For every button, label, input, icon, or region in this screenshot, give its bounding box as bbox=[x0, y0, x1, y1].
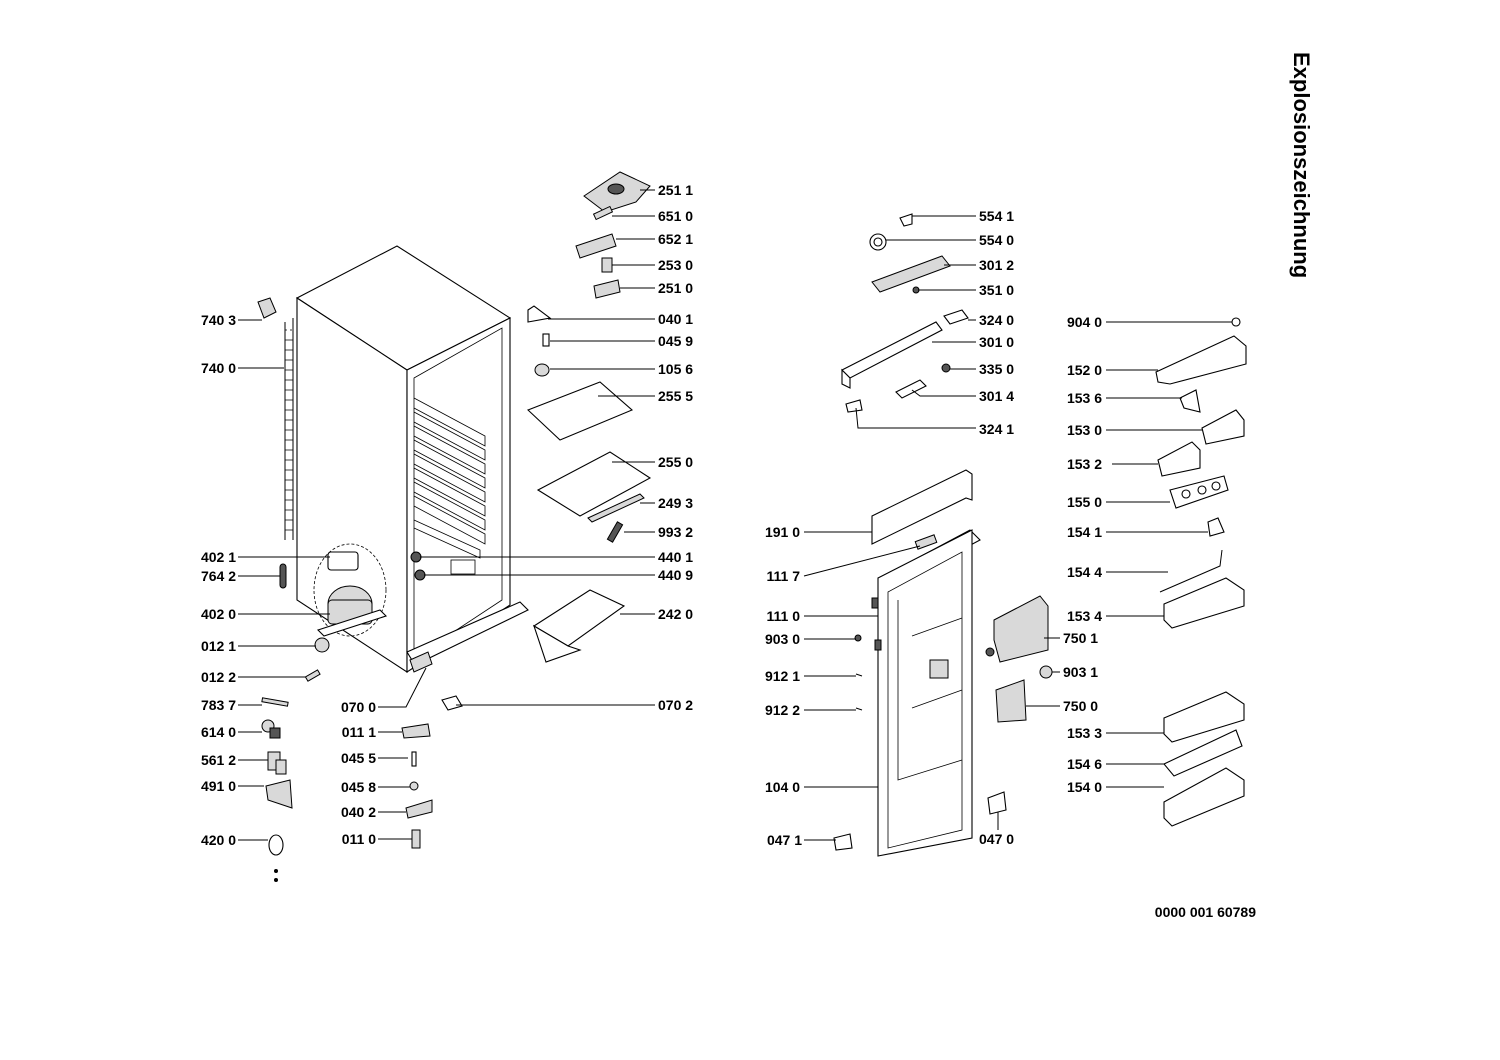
part-label: 153 0 bbox=[1067, 422, 1102, 438]
part-label: 154 6 bbox=[1067, 756, 1102, 772]
part-label: 155 0 bbox=[1067, 494, 1102, 510]
part-label: 012 1 bbox=[201, 638, 236, 654]
part-label: 242 0 bbox=[658, 606, 693, 622]
part-label: 255 5 bbox=[658, 388, 693, 404]
part-label: 301 4 bbox=[979, 388, 1014, 404]
part-label: 047 1 bbox=[767, 832, 802, 848]
part-label: 554 1 bbox=[979, 208, 1014, 224]
part-label: 783 7 bbox=[201, 697, 236, 713]
diagram-title: Explosionszeichnung bbox=[1289, 52, 1314, 278]
part-label: 153 6 bbox=[1067, 390, 1102, 406]
part-label: 255 0 bbox=[658, 454, 693, 470]
part-label: 912 1 bbox=[765, 668, 800, 684]
part-label: 491 0 bbox=[201, 778, 236, 794]
part-label: 335 0 bbox=[979, 361, 1014, 377]
part-label: 045 5 bbox=[341, 750, 376, 766]
part-label: 191 0 bbox=[765, 524, 800, 540]
part-labels: 251 1 651 0 652 1 253 0 251 0 040 1 045 … bbox=[201, 182, 1102, 848]
part-label: 402 0 bbox=[201, 606, 236, 622]
part-label: 154 4 bbox=[1067, 564, 1102, 580]
part-label: 554 0 bbox=[979, 232, 1014, 248]
part-label: 011 0 bbox=[342, 831, 376, 847]
part-label: 614 0 bbox=[201, 724, 236, 740]
part-label: 912 2 bbox=[765, 702, 800, 718]
part-label: 764 2 bbox=[201, 568, 236, 584]
part-label: 011 1 bbox=[342, 724, 376, 740]
part-label: 561 2 bbox=[201, 752, 236, 768]
fridge-cabinet bbox=[295, 245, 529, 674]
part-icons-left bbox=[257, 297, 330, 882]
part-label: 154 1 bbox=[1067, 524, 1102, 540]
condenser-coil bbox=[284, 318, 294, 540]
part-label: 324 1 bbox=[979, 421, 1014, 437]
part-label: 903 0 bbox=[765, 631, 800, 647]
part-label: 153 3 bbox=[1067, 725, 1102, 741]
fridge-door bbox=[871, 469, 981, 857]
part-label: 903 1 bbox=[1063, 664, 1098, 680]
part-label: 070 0 bbox=[341, 699, 376, 715]
part-label: 993 2 bbox=[658, 524, 693, 540]
part-label: 040 2 bbox=[341, 804, 376, 820]
part-label: 153 4 bbox=[1067, 608, 1102, 624]
part-label: 253 0 bbox=[658, 257, 693, 273]
part-label: 440 9 bbox=[658, 567, 693, 583]
document-number: 0000 001 60789 bbox=[1155, 904, 1256, 920]
part-label: 301 2 bbox=[979, 257, 1014, 273]
part-label: 750 1 bbox=[1063, 630, 1098, 646]
part-label: 440 1 bbox=[658, 549, 693, 565]
part-label: 351 0 bbox=[979, 282, 1014, 298]
part-label: 301 0 bbox=[979, 334, 1014, 350]
part-label: 651 0 bbox=[658, 208, 693, 224]
part-label: 070 2 bbox=[658, 697, 693, 713]
part-icons-right-center bbox=[833, 213, 1053, 851]
part-label: 324 0 bbox=[979, 312, 1014, 328]
part-label: 249 3 bbox=[658, 495, 693, 511]
part-icons-center bbox=[401, 171, 652, 849]
cabinet-shelves bbox=[413, 397, 486, 559]
part-label: 904 0 bbox=[1067, 314, 1102, 330]
part-label: 402 1 bbox=[201, 549, 236, 565]
part-label: 111 0 bbox=[767, 608, 801, 624]
part-label: 652 1 bbox=[658, 231, 693, 247]
part-label: 040 1 bbox=[658, 311, 693, 327]
part-label: 740 3 bbox=[201, 312, 236, 328]
part-label: 045 8 bbox=[341, 779, 376, 795]
part-icons-right bbox=[1155, 317, 1247, 827]
part-label: 420 0 bbox=[201, 832, 236, 848]
part-label: 047 0 bbox=[979, 831, 1014, 847]
part-label: 104 0 bbox=[765, 779, 800, 795]
part-label: 111 7 bbox=[767, 568, 801, 584]
part-label: 740 0 bbox=[201, 360, 236, 376]
part-label: 251 0 bbox=[658, 280, 693, 296]
part-label: 154 0 bbox=[1067, 779, 1102, 795]
leader-lines bbox=[238, 189, 1232, 841]
part-label: 251 1 bbox=[658, 182, 693, 198]
part-label: 012 2 bbox=[201, 669, 236, 685]
part-label: 105 6 bbox=[658, 361, 693, 377]
part-label: 750 0 bbox=[1063, 698, 1098, 714]
part-label: 045 9 bbox=[658, 333, 693, 349]
part-label: 153 2 bbox=[1067, 456, 1102, 472]
compressor-assembly bbox=[313, 543, 388, 637]
part-label: 152 0 bbox=[1067, 362, 1102, 378]
